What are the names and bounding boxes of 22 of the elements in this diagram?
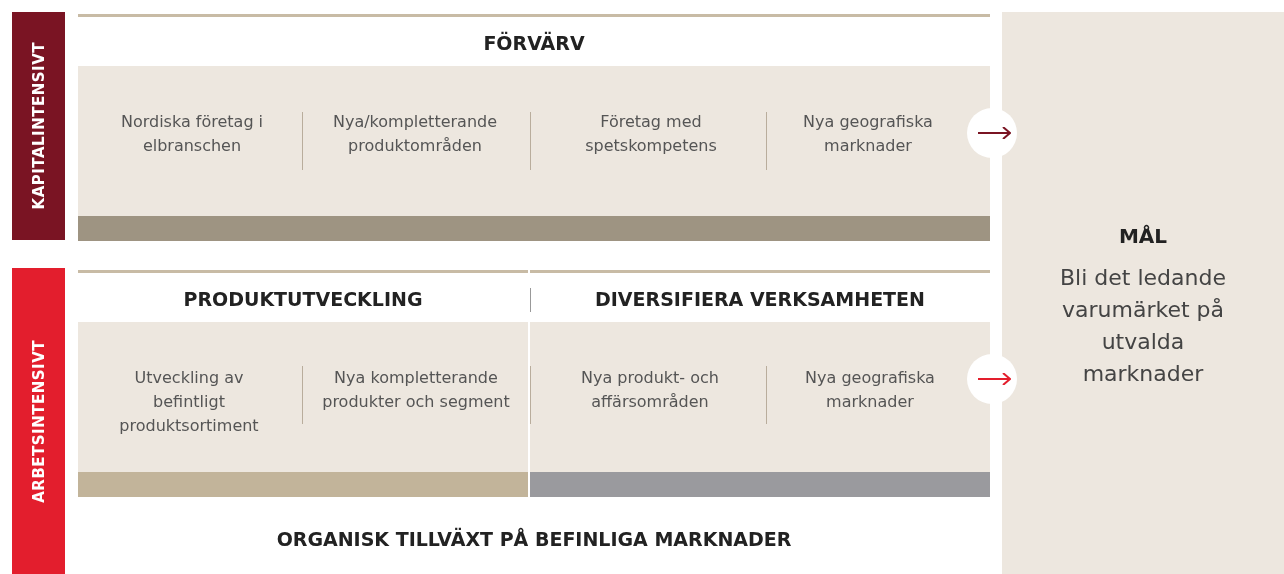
side-band: KAPITALINTENSIVT xyxy=(12,12,65,240)
item-text: Nya geografiska marknader xyxy=(768,110,968,170)
item-text: Nya geografiska marknader xyxy=(770,366,970,438)
goal-heading: MÅL xyxy=(1117,224,1169,248)
panel-heading: DIVERSIFIERA VERKSAMHETEN xyxy=(594,288,926,310)
item-text: Nya/kompletterande produktområden xyxy=(314,110,516,170)
panel-heading: FÖRVÄRV xyxy=(482,32,586,54)
item-text: Utveckling av befintligt produktsortiment xyxy=(104,366,274,438)
item-text: Nordiska företag i elbranschen xyxy=(92,110,292,170)
item-text: Företag med spetskompetens xyxy=(548,110,754,170)
panel-background xyxy=(78,270,528,497)
item-text: Nya produkt- och affärsområden xyxy=(550,366,750,438)
goal-text: Bli det ledande varumärket på utvalda marknader xyxy=(1059,264,1227,388)
item-text: Nya kompletterande produkter och segment xyxy=(318,366,514,438)
arrow xyxy=(977,126,1011,140)
arrow xyxy=(977,372,1011,386)
footer-text: ORGANISK TILLVÄXT PÅ BEFINLIGA MARKNADER xyxy=(275,528,793,550)
goal-panel xyxy=(1002,12,1284,574)
panel-background xyxy=(530,270,990,497)
panel-heading: PRODUKTUTVECKLING xyxy=(182,288,424,310)
panel-background xyxy=(78,14,990,240)
side-band: ARBETSINTENSIVT xyxy=(12,268,65,574)
